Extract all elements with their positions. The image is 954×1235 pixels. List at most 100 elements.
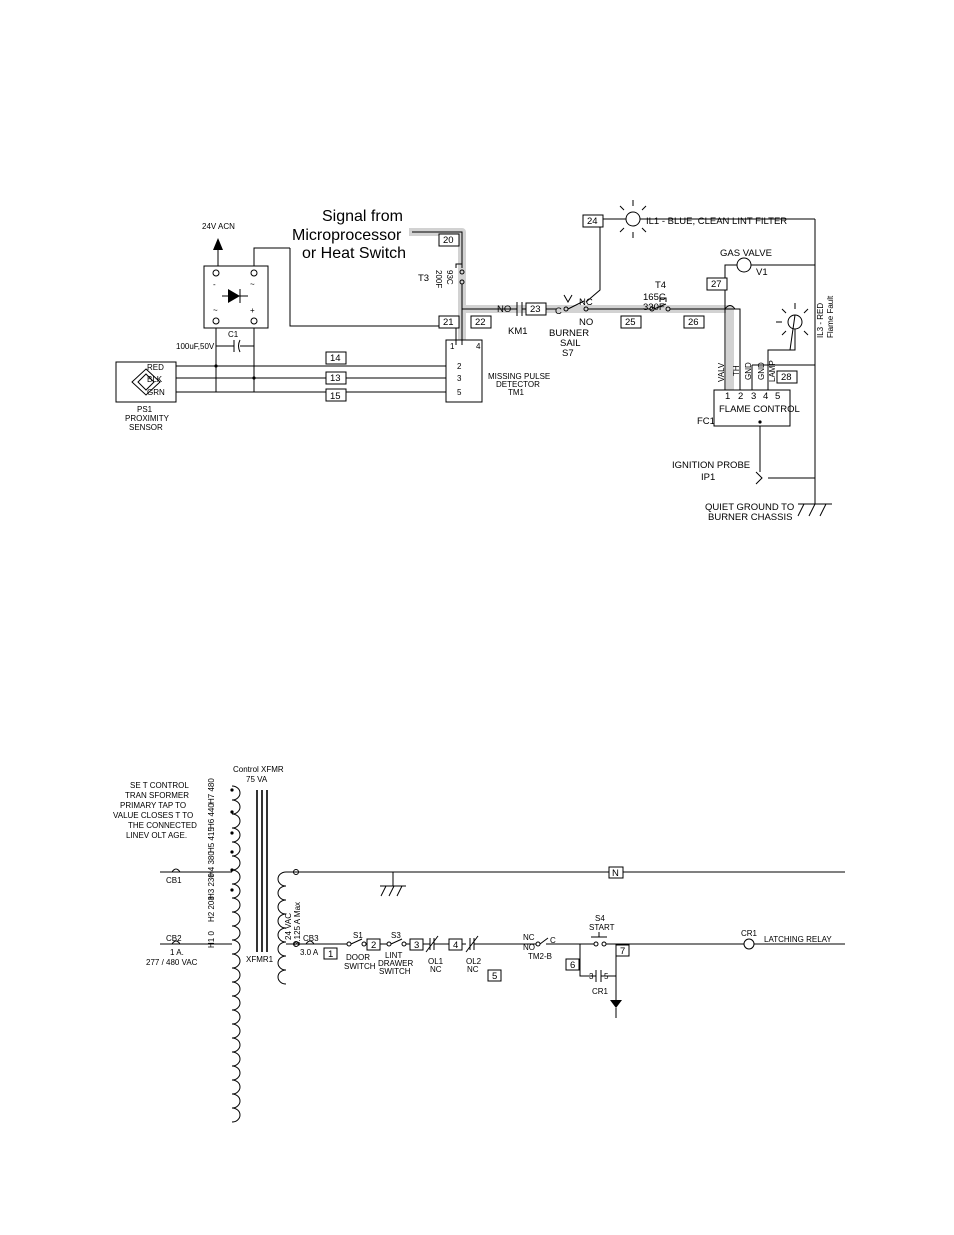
tap-note: SE T CONTROL (130, 781, 189, 790)
ol1-tag: OL1 (428, 957, 444, 966)
t3-tag: T3 (418, 273, 429, 284)
wire-number-label: 20 (443, 235, 454, 246)
s7-nc-label: NC (579, 297, 593, 308)
wire-number-26 (683, 315, 705, 329)
wire-number-24 (582, 214, 604, 228)
il3-label: Flame Fault (826, 295, 835, 338)
tap-note: VALUE CLOSES T TO (113, 811, 193, 820)
primary-winding (231, 785, 241, 1123)
detector-pin: 3 (457, 374, 462, 383)
wire-number-20 (438, 233, 460, 247)
s1-label: DOOR (346, 953, 370, 962)
secondary-current: 3.125 A Max (293, 902, 302, 946)
ignition-probe-tag: IP1 (701, 472, 715, 483)
tap-h6: H6 440 (207, 803, 216, 829)
cb3-label: CB3 (303, 934, 319, 943)
s3-label: SWITCH (379, 967, 411, 976)
flame-control-tag: FC1 (697, 416, 715, 427)
wire-number-21 (438, 315, 460, 329)
wire-color-red: RED (147, 363, 164, 372)
wire-number-label: 5 (492, 971, 497, 982)
fc-terminal: 3 (751, 391, 756, 402)
tap-h1: H1 0 (207, 931, 216, 948)
s7-c-label: C (555, 306, 562, 317)
detector-pin: 2 (457, 362, 462, 371)
gas-valve-icon (736, 257, 752, 273)
wire-number-3 (409, 938, 424, 951)
detector-tag: TM1 (508, 388, 525, 397)
ground-arrow-icon (610, 1000, 622, 1008)
cr1-pin: 3 (589, 972, 594, 981)
wire-number-2 (366, 938, 381, 951)
s3-tag: S3 (391, 931, 401, 940)
fc-wire-label: TH (732, 365, 741, 376)
detector-label: DETECTOR (496, 380, 540, 389)
supply-arrow-icon (213, 238, 223, 250)
il1-label: IL1 - BLUE, CLEAN LINT FILTER (646, 216, 787, 227)
c1-label: C1 (228, 330, 239, 339)
wire-number-label: 26 (688, 317, 699, 328)
ol2-tag: OL2 (466, 957, 482, 966)
il3-label: IL3 - RED (816, 303, 825, 338)
fc-wire-label: GND (757, 362, 766, 380)
supply-label: 24V ACN (202, 222, 235, 231)
fc-terminal: 5 (775, 391, 780, 402)
detector-pin: 5 (457, 388, 462, 397)
missing-pulse-detector (445, 339, 483, 403)
quiet-ground-label: QUIET GROUND TO (705, 502, 794, 513)
cb3-rating: 3.0 A (300, 948, 319, 957)
s4-label: START (589, 923, 615, 932)
wire-number-label: 25 (625, 317, 636, 328)
wire-number-label: 13 (330, 373, 341, 384)
wire-number-22 (470, 315, 492, 329)
proximity-sensor (115, 361, 177, 403)
cb2-rating: 1 A. (170, 948, 184, 957)
diode-icon (228, 289, 240, 303)
fc-wire-label: VALV (717, 362, 726, 382)
cr1-pin: 5 (604, 972, 609, 981)
tm2-c-label: C (550, 936, 556, 945)
tap-h2: H2 208 (207, 896, 216, 922)
xfmr-title: Control XFMR (233, 765, 284, 774)
wire-number-label: 15 (330, 391, 341, 402)
fc-terminal: 4 (763, 391, 768, 402)
s1-tag: S1 (353, 931, 363, 940)
s7-label: BURNER (549, 328, 589, 339)
cr1-coil-label: LATCHING RELAY (764, 935, 832, 944)
secondary-winding (277, 871, 287, 985)
wire-number-5 (487, 969, 502, 982)
s7-label: SAIL (560, 338, 581, 349)
wire-number-23 (525, 302, 547, 316)
wire-number-6 (565, 958, 580, 971)
tap-note: THE CONNECTED (128, 821, 197, 830)
tm2-tag: TM2-B (528, 952, 552, 961)
s1-label: SWITCH (344, 962, 376, 971)
tap-h5: H5 415 (207, 827, 216, 853)
gas-valve-label: GAS VALVE (720, 248, 772, 259)
ol2-label: NC (467, 965, 479, 974)
sensor-label: PROXIMITY (125, 414, 170, 423)
fc-wire-label: GND (744, 362, 753, 380)
ground-icon (797, 503, 832, 517)
wire-number-13 (325, 371, 347, 385)
wire-number-label: 27 (711, 279, 722, 290)
tap-h4: H4 380 (207, 851, 216, 877)
wire-number-label: 7 (620, 946, 625, 957)
tap-note: TRAN SFORMER (125, 791, 189, 800)
ground-icon (380, 885, 406, 897)
s3-label: LINT (385, 951, 402, 960)
km1-tag: KM1 (508, 326, 528, 337)
c1-value: 100uF,50V (176, 342, 215, 351)
control-transformer-schematic: Control XFMR 75 VA SE T CONTROL TRAN SFO… (113, 765, 845, 1123)
quiet-ground-label: BURNER CHASSIS (708, 512, 792, 523)
signal-note-line3: or Heat Switch (302, 245, 406, 262)
tm2-no-label: NO (523, 943, 535, 952)
s7-no-label: NO (579, 317, 593, 328)
tap-note: PRIMARY TAP TO (120, 801, 186, 810)
s7-tag: S7 (562, 348, 574, 359)
t4-rating-f: 330F (643, 302, 665, 313)
bridge-mark: ~ (213, 306, 218, 315)
cb1-label: CB1 (166, 876, 182, 885)
gas-valve-tag: V1 (756, 267, 768, 278)
